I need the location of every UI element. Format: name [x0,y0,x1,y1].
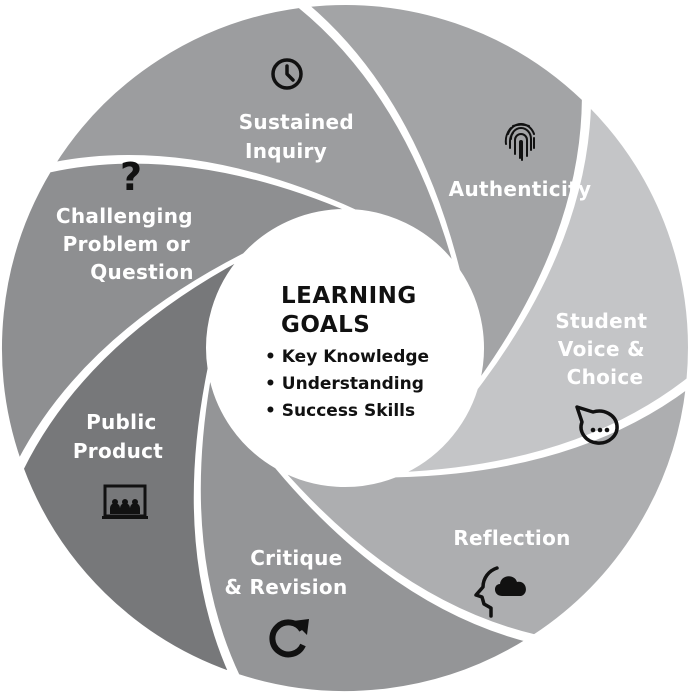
segment-challenging-problem [51,4,459,271]
center-circle [208,211,482,485]
goal-item-key-knowledge: • Key Knowledge [265,347,429,367]
label-challenging-problem: Challenging Problem or Question [56,204,200,284]
goal-item-understanding: • Understanding [265,374,424,394]
center-title: LEARNING GOALS [281,283,425,338]
speech-bubble-icon [575,405,619,445]
presentation-icon [102,484,148,519]
label-reflection: Reflection [453,526,570,550]
head-cloud-icon [474,566,526,618]
question-mark-icon: ? [120,155,142,199]
label-critique-revision: Critique & Revision [225,546,350,599]
clock-icon [271,58,303,90]
label-sustained-inquiry: Sustained Inquiry [239,110,362,163]
goal-item-success-skills: • Success Skills [265,401,415,421]
label-authenticity: Authenticity [449,177,592,201]
label-student-voice-choice: Student Voice & Choice [555,309,654,389]
label-public-product: Public Product [73,410,164,463]
fingerprint-icon [504,122,535,161]
refresh-icon [269,619,309,658]
